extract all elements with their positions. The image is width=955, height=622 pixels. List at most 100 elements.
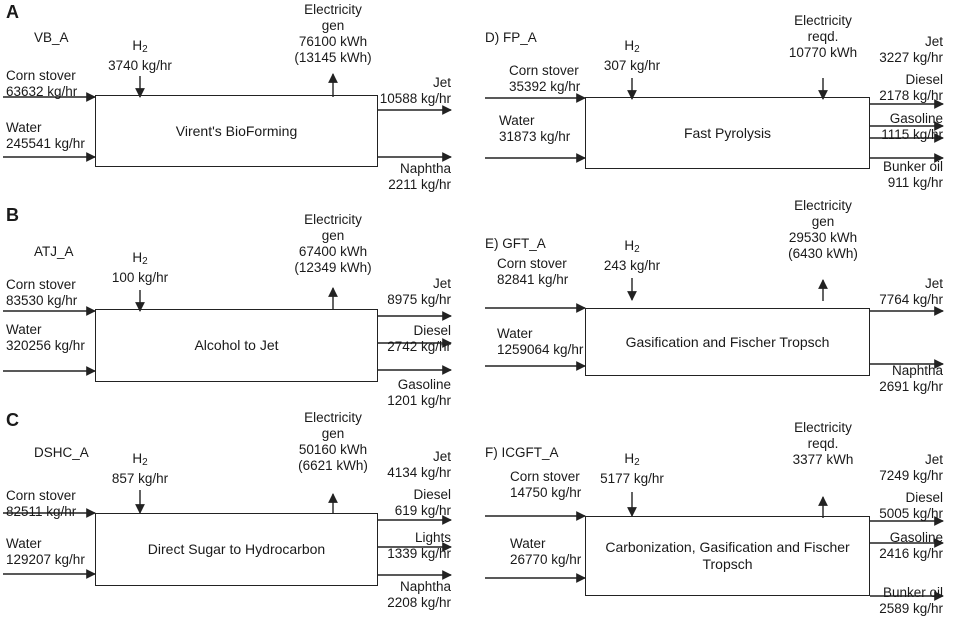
output-product-line: 3227 kg/hr <box>879 50 943 65</box>
hydrogen-input-line: 857 kg/hr <box>111 471 169 486</box>
electricity-label-line: (12349 kWh) <box>294 260 372 275</box>
input-corn-stover-line: 14750 kg/hr <box>510 485 582 500</box>
electricity-label-line: 76100 kWh <box>298 34 368 49</box>
electricity-label-line: gen <box>811 214 835 229</box>
process-box: Carbonization, Gasification and Fischer … <box>585 516 870 596</box>
input-water-line: 129207 kg/hr <box>6 552 85 567</box>
output-product-line: 2178 kg/hr <box>879 88 943 103</box>
input-water-line: 26770 kg/hr <box>510 552 582 567</box>
output-product-line: 2742 kg/hr <box>387 339 451 354</box>
electricity-label-line: 29530 kWh <box>788 230 858 245</box>
electricity-label-line: (6430 kWh) <box>788 246 858 261</box>
output-product-line: Bunker oil <box>882 159 943 174</box>
output-product-line: 4134 kg/hr <box>387 465 451 480</box>
output-product-line: 8975 kg/hr <box>387 292 451 307</box>
process-box: Direct Sugar to Hydrocarbon <box>95 513 378 586</box>
electricity-label-line: 50160 kWh <box>298 442 368 457</box>
input-water-line: 320256 kg/hr <box>6 338 85 353</box>
output-product-line: 2691 kg/hr <box>879 379 943 394</box>
input-corn-stover-line: Corn stover <box>6 488 76 503</box>
output-product-line: Lights <box>414 530 451 545</box>
hydrogen-input-line: 3740 kg/hr <box>108 58 172 73</box>
output-product-line: 7764 kg/hr <box>879 292 943 307</box>
output-product-line: 2589 kg/hr <box>879 601 943 616</box>
hydrogen-input-line: 307 kg/hr <box>603 58 661 73</box>
output-product-line: Gasoline <box>889 111 943 126</box>
scenario-name-line: D) FP_A <box>485 30 537 45</box>
output-product-line: 1201 kg/hr <box>387 393 451 408</box>
electricity-label-line: gen <box>321 426 345 441</box>
input-water-line: Water <box>499 113 535 128</box>
process-box: Alcohol to Jet <box>95 309 378 382</box>
scenario-name-line: VB_A <box>34 30 69 45</box>
electricity-label-line: gen <box>321 18 345 33</box>
electricity-label-line: Electricity <box>794 198 852 213</box>
input-corn-stover-line: 63632 kg/hr <box>6 84 78 99</box>
scenario-name: VB_A <box>34 30 69 46</box>
hydrogen-input-line: 100 kg/hr <box>111 270 169 285</box>
output-product-line: Gasoline <box>889 530 943 545</box>
output-product-line: Jet <box>432 449 451 464</box>
electricity-label-line: 3377 kWh <box>792 452 854 467</box>
input-water-line: Water <box>6 536 42 551</box>
hydrogen-symbol: H2 <box>624 38 640 55</box>
electricity-label-line: reqd. <box>807 29 839 44</box>
panel-letter: A <box>6 2 19 22</box>
hydrogen-input: H2 307 kg/hr <box>604 38 660 74</box>
panel-letter: B <box>6 205 19 225</box>
hydrogen-symbol: H2 <box>624 451 640 468</box>
output-product-line: 2416 kg/hr <box>879 546 943 561</box>
output-product-line: Naphtha <box>399 161 451 176</box>
process-box: Fast Pyrolysis <box>585 97 870 169</box>
output-product-line: 1339 kg/hr <box>387 546 451 561</box>
scenario-name: F) ICGFT_A <box>485 445 559 461</box>
panel-letter: C <box>6 410 19 430</box>
scenario-name: ATJ_A <box>34 244 74 260</box>
electricity-label-line: reqd. <box>807 436 839 451</box>
input-corn-stover-line: 35392 kg/hr <box>509 79 581 94</box>
output-product-line: Jet <box>924 276 943 291</box>
input-corn-stover-line: 82841 kg/hr <box>497 272 569 287</box>
output-product-line: 7249 kg/hr <box>879 468 943 483</box>
electricity-label-line: Electricity <box>304 212 362 227</box>
output-product-line: Diesel <box>905 72 943 87</box>
input-water-line: Water <box>6 120 42 135</box>
output-product-line: Diesel <box>413 323 451 338</box>
input-corn-stover-line: Corn stover <box>510 469 580 484</box>
scenario-name-line: DSHC_A <box>34 445 89 460</box>
output-product-line: Diesel <box>905 490 943 505</box>
input-water-line: 1259064 kg/hr <box>497 342 584 357</box>
electricity-label-line: Electricity <box>794 420 852 435</box>
input-corn-stover-line: Corn stover <box>509 63 579 78</box>
input-water-line: 245541 kg/hr <box>6 136 85 151</box>
hydrogen-symbol: H2 <box>132 250 148 267</box>
output-product-line: Jet <box>924 34 943 49</box>
output-product-line: Gasoline <box>397 377 451 392</box>
